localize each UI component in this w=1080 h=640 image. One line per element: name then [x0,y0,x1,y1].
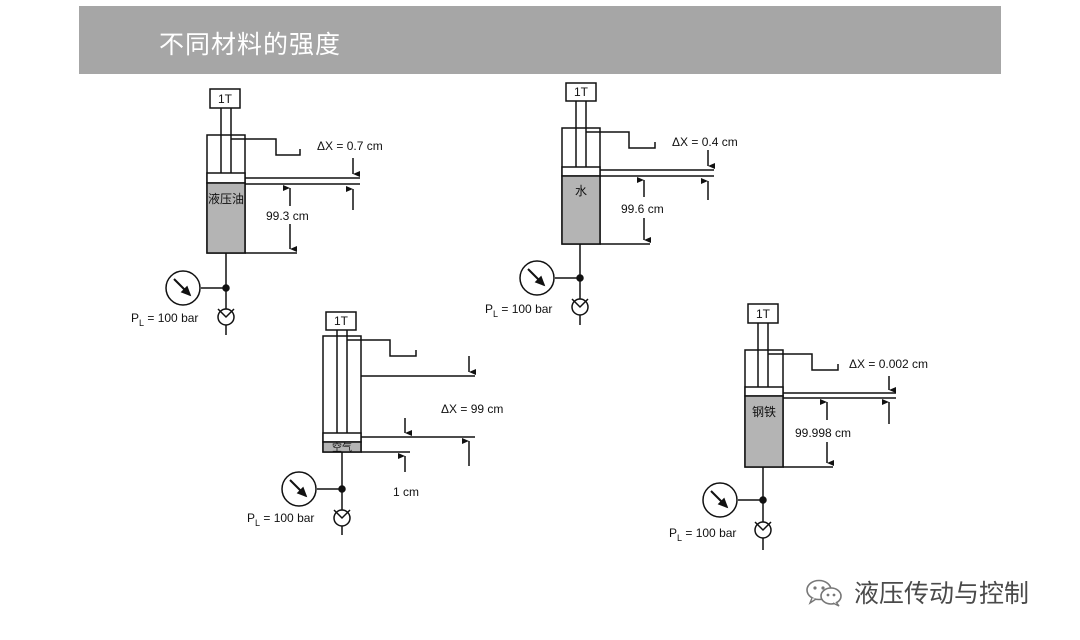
pressure-label: PL = 100 bar [131,311,198,328]
piston [744,386,784,397]
wechat-icon [806,579,842,607]
pressure-label: PL = 100 bar [485,302,552,319]
bracket [586,131,656,149]
cylinder-air [281,311,476,535]
bracket [768,353,839,371]
load-label: 1T [334,314,349,328]
length-label: 99.998 cm [795,426,851,440]
bracket [231,138,301,156]
load-label: 1T [218,92,233,106]
piston [322,432,362,443]
delta-label: ΔX = 99 cm [441,402,503,416]
load-label: 1T [756,307,771,321]
material-label: 钢铁 [752,405,776,419]
cylinder-water [519,82,715,325]
load-box [565,82,597,102]
piston [206,172,246,184]
title-bar: 不同材料的强度 [79,6,1001,74]
delta-label: ΔX = 0.002 cm [849,357,928,371]
watermark: 液压传动与控制 [804,575,1029,609]
load-label: 1T [574,85,589,99]
bracket [347,339,417,357]
material-label: 空气 [332,441,352,454]
length-label: 99.6 cm [621,202,664,216]
delta-label: ΔX = 0.4 cm [672,135,738,149]
material-label: 水 [575,184,587,198]
cylinder-steel [702,303,896,550]
delta-label: ΔX = 0.7 cm [317,139,383,153]
cylinder-oil [165,88,360,335]
load-box [209,88,241,109]
fluid-fill [744,395,784,468]
load-box [325,311,357,331]
piston [561,166,601,177]
fluid-fill [561,175,601,245]
page-title: 不同材料的强度 [159,30,342,59]
length-label: 99.3 cm [266,209,309,223]
length-label: 1 cm [393,485,419,499]
load-box [747,303,779,324]
pressure-label: PL = 100 bar [247,511,314,528]
watermark-text: 液压传动与控制 [854,579,1030,608]
pressure-label: PL = 100 bar [669,526,736,543]
material-label: 液压油 [208,191,244,206]
